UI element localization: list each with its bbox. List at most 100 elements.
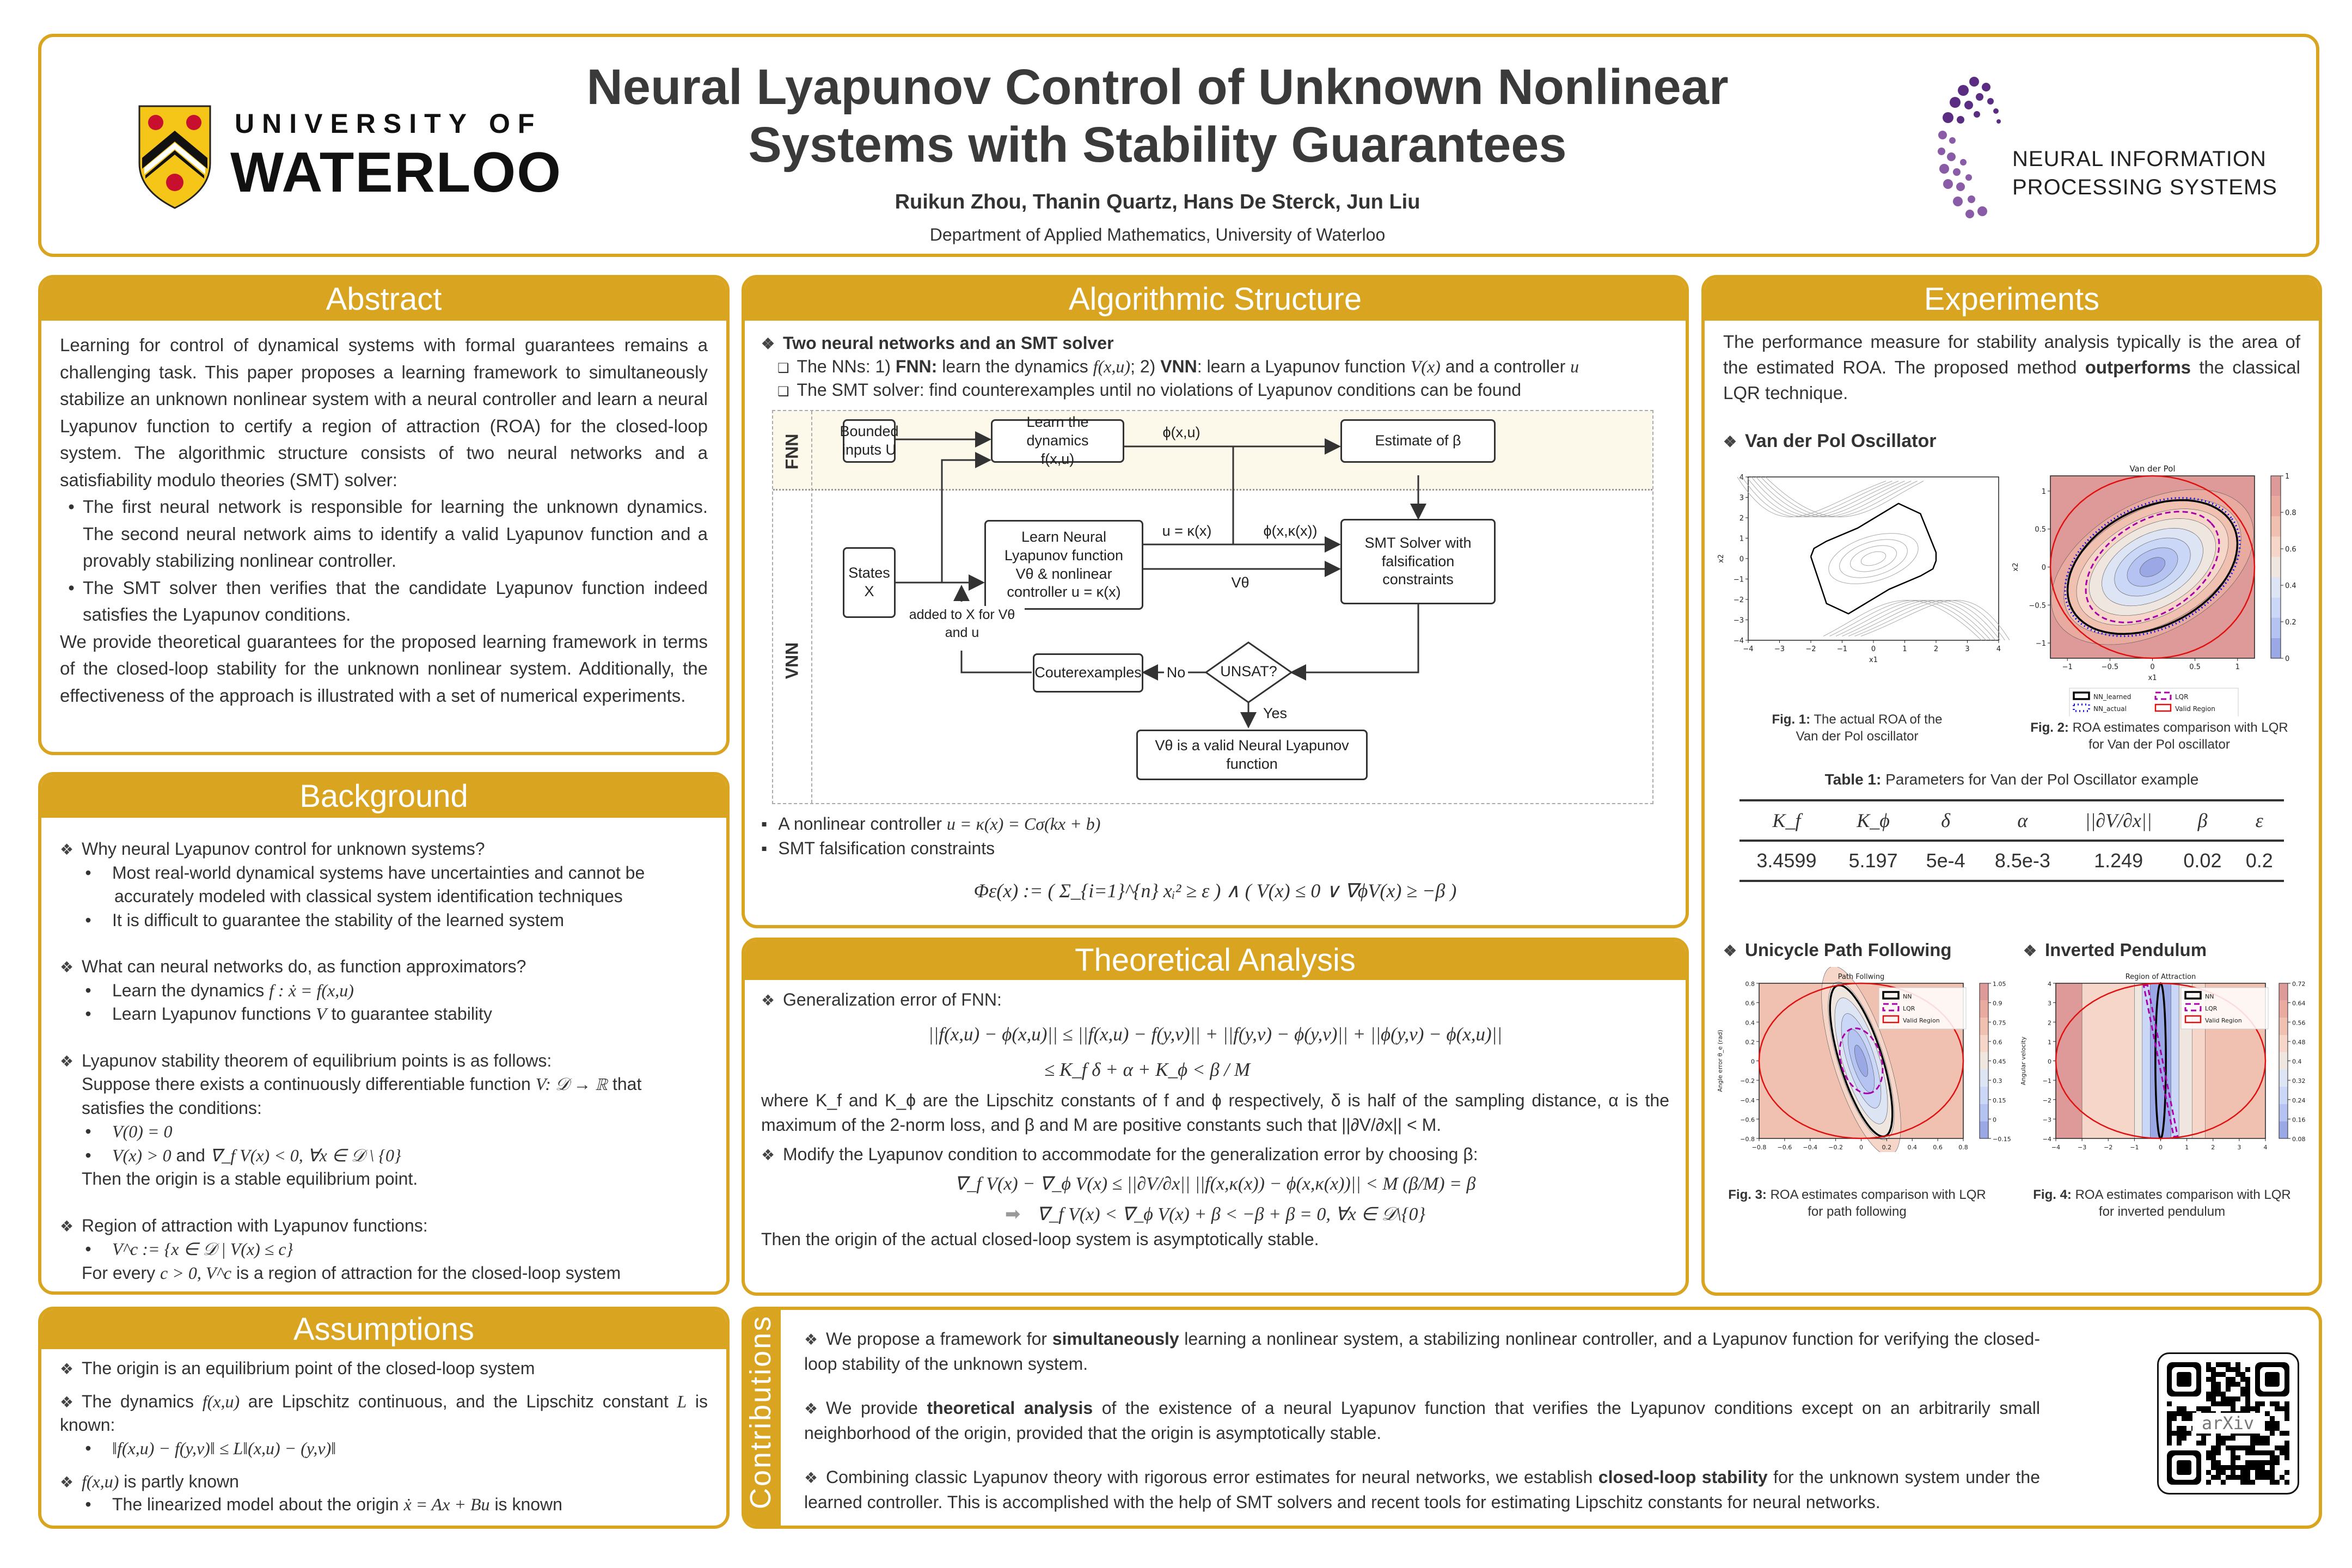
waterloo-logo-line2: WATERLOO bbox=[230, 141, 562, 204]
qr-finder-core bbox=[2177, 1372, 2191, 1387]
legend-swatch bbox=[2073, 691, 2090, 700]
x-tick-label: 0 bbox=[2150, 663, 2154, 671]
heatmap-contour bbox=[1854, 1045, 1868, 1077]
qr-module bbox=[2250, 1460, 2255, 1465]
legend-swatch bbox=[2154, 691, 2172, 700]
qr-module bbox=[2240, 1377, 2245, 1382]
algorithm-subtitle: ❖Two neural networks and an SMT solver bbox=[761, 332, 1669, 355]
qr-module bbox=[2265, 1421, 2270, 1426]
contribution-1: ❖We propose a framework for simultaneous… bbox=[804, 1329, 2041, 1374]
qr-module bbox=[2206, 1450, 2211, 1455]
chart-title: Path Follwing bbox=[1838, 973, 1885, 981]
qr-module bbox=[2186, 1411, 2191, 1416]
qr-module bbox=[2216, 1445, 2221, 1450]
legend-swatch bbox=[2184, 1015, 2202, 1024]
table-cell: 5.197 bbox=[1848, 849, 1898, 872]
qr-module bbox=[2270, 1421, 2275, 1426]
qr-module bbox=[2211, 1387, 2216, 1392]
fnn-lane bbox=[773, 411, 1652, 491]
qr-module bbox=[2265, 1470, 2270, 1475]
qr-module bbox=[2260, 1470, 2265, 1475]
qr-module bbox=[2280, 1475, 2284, 1480]
generalization-equation-2: ≤ K_f δ + α + K_ϕ < β / M bbox=[1044, 1058, 1251, 1080]
colorbar-segment bbox=[2279, 1052, 2288, 1070]
qr-module bbox=[2216, 1382, 2221, 1387]
qr-module bbox=[2240, 1475, 2245, 1480]
neurips-logo-line2: PROCESSING SYSTEMS bbox=[2012, 175, 2277, 199]
qr-module bbox=[2226, 1436, 2231, 1441]
theory-heading: Theoretical Analysis bbox=[745, 941, 1686, 980]
fig1-caption: Fig. 1: The actual ROA of the Van der Po… bbox=[1772, 712, 1943, 744]
arxiv-qr-code[interactable]: arXiv bbox=[2157, 1352, 2299, 1494]
y-axis-label: Angular velocity bbox=[2020, 1036, 2027, 1085]
y-tick-label: 1 bbox=[2042, 488, 2046, 496]
qr-module bbox=[2216, 1475, 2221, 1480]
qr-module bbox=[2275, 1480, 2280, 1485]
qr-module bbox=[2172, 1411, 2177, 1416]
qr-module bbox=[2240, 1392, 2245, 1396]
diamond-bullet-icon: ❖ bbox=[1723, 942, 1737, 959]
qr-module bbox=[2280, 1450, 2284, 1455]
qr-module bbox=[2245, 1392, 2250, 1396]
qr-module bbox=[2255, 1475, 2260, 1480]
qr-module bbox=[2196, 1441, 2201, 1445]
colorbar-segment bbox=[2271, 597, 2281, 618]
square-bullet-icon: ▪ bbox=[761, 838, 768, 858]
modified-equation-2-row: ➡∇_f V(x) < ∇_ϕ V(x) + β < −β + β = 0, ∀… bbox=[761, 1202, 1669, 1228]
label-yes: Yes bbox=[1263, 705, 1288, 721]
qr-module bbox=[2284, 1416, 2289, 1421]
qr-module bbox=[2240, 1387, 2245, 1392]
colorbar-segment bbox=[1980, 1121, 1988, 1138]
x-tick-label: −3 bbox=[1774, 645, 1785, 653]
qr-module bbox=[2167, 1421, 2172, 1426]
modify-condition: ❖Modify the Lyapunov condition to accomm… bbox=[761, 1142, 1669, 1167]
qr-module bbox=[2177, 1426, 2182, 1431]
table-caption: Table 1: Parameters for Van der Pol Osci… bbox=[1824, 771, 2199, 788]
roa-boundary-line bbox=[1810, 503, 1937, 615]
modified-equation-2: ∇_f V(x) < ∇_ϕ V(x) + β < −β + β = 0, ∀x… bbox=[1037, 1204, 1426, 1224]
qr-module bbox=[2235, 1362, 2240, 1367]
qr-module bbox=[2270, 1416, 2275, 1421]
roa-curve-nn-learned bbox=[2066, 499, 2239, 635]
label-phi-x-kappa: ϕ(x,κ(x)) bbox=[1263, 523, 1318, 539]
poster-authors: Ruikun Zhou, Thanin Quartz, Hans De Ster… bbox=[895, 191, 1420, 213]
x-tick-label: 0.6 bbox=[1933, 1144, 1943, 1151]
vdp-title: ❖Van der Pol Oscillator bbox=[1723, 431, 1937, 451]
qr-module bbox=[2275, 1421, 2280, 1426]
y-axis-label: x2 bbox=[2012, 563, 2020, 572]
qr-module bbox=[2216, 1362, 2221, 1367]
theory-conclusion: Then the origin of the actual closed-loo… bbox=[761, 1229, 1319, 1250]
box-valid-lyapunov: Vθ is a valid Neural Lyapunov function bbox=[1136, 730, 1368, 780]
colorbar-tick-label: 0.4 bbox=[2292, 1058, 2302, 1065]
x-tick-label: −2 bbox=[2104, 1144, 2112, 1151]
y-tick-label: −1 bbox=[2043, 1077, 2051, 1085]
qr-module bbox=[2250, 1441, 2255, 1445]
colorbar-tick-label: 0.32 bbox=[2292, 1077, 2306, 1085]
qr-module bbox=[2201, 1436, 2206, 1441]
assumption-2: ❖The dynamics f(x,u) are Lipschitz conti… bbox=[60, 1391, 708, 1435]
qr-module bbox=[2270, 1401, 2275, 1406]
qr-module bbox=[2265, 1475, 2270, 1480]
qr-module bbox=[2186, 1416, 2191, 1421]
qr-module bbox=[2235, 1396, 2240, 1401]
qr-module bbox=[2245, 1401, 2250, 1406]
qr-module bbox=[2270, 1480, 2275, 1485]
colorbar-tick-label: 0 bbox=[2285, 655, 2289, 663]
diamond-bullet-icon: ❖ bbox=[60, 1473, 74, 1491]
x-tick-label: 3 bbox=[1965, 645, 1969, 653]
diamond-bullet-icon: ❖ bbox=[1723, 433, 1737, 450]
fig4-caption: Fig. 4: ROA estimates comparison with LQ… bbox=[2033, 1187, 2291, 1220]
colorbar-tick-label: 0.2 bbox=[2285, 618, 2296, 627]
y-tick-label: −0.2 bbox=[1740, 1077, 1755, 1085]
colorbar-tick-label: −0.15 bbox=[1993, 1136, 2011, 1143]
colorbar-tick-label: 0.16 bbox=[2292, 1116, 2306, 1123]
qr-module bbox=[2250, 1406, 2255, 1411]
qr-module bbox=[2260, 1441, 2265, 1445]
qr-module bbox=[2216, 1436, 2221, 1441]
qr-module bbox=[2235, 1445, 2240, 1450]
colorbar-segment bbox=[2279, 1104, 2288, 1122]
qr-module bbox=[2284, 1450, 2289, 1455]
square-bullet-icon: ▪ bbox=[761, 814, 768, 834]
qr-module bbox=[2240, 1470, 2245, 1475]
